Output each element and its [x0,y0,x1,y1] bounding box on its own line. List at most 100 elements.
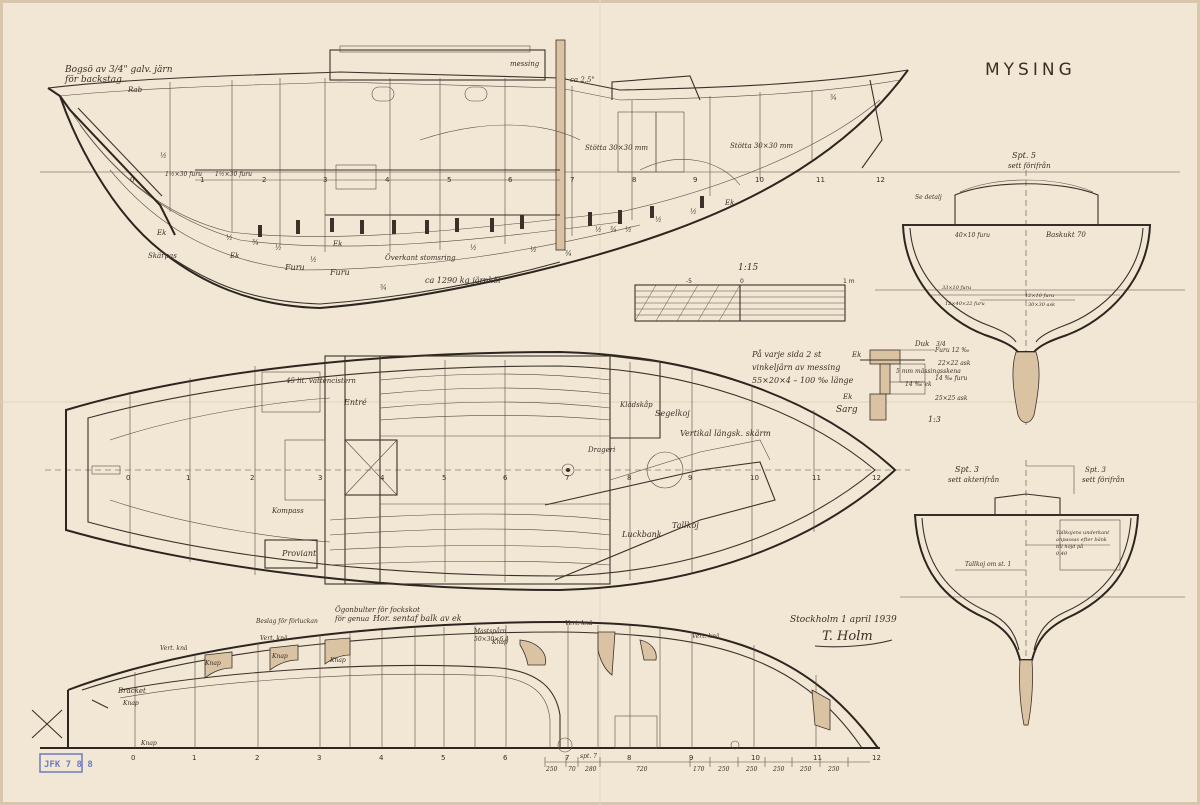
frac-12: ½ [655,216,662,224]
detail-furu-14: 14 ‰ furu [935,375,967,382]
profile-station-7: 7 [570,176,574,184]
label-ek-4: Ek [724,199,734,207]
section-3-note-1: Tallkojens underkant [1056,530,1110,536]
frac-6: ½ [470,244,477,252]
frac-14: ½ [160,152,167,160]
plan-deck-edge [87,365,876,577]
date-signature: Stockholm 1 april 1939 [790,615,897,625]
framing-ogon-2: för genua [334,615,369,623]
plan-station-4: 4 [380,474,385,482]
detail-coaming: På varje sida 2 st vinkeljärn av messing… [751,340,971,424]
floor-timbers [258,196,704,237]
framing-mastsparr-2: 50×30×6,4 [474,636,509,643]
designer-signature: T. Holm [822,629,873,644]
profile-station-10: 10 [755,176,764,184]
spacing-6: 250 [745,766,758,773]
framing-knap-1: Knap [204,660,221,667]
detail-furu-12: Furu 12 ‰ [934,347,969,354]
framing-deck-line [67,620,879,749]
label-kompass: Kompass [271,507,304,515]
framing-station-9: 9 [689,754,693,762]
plan-station-9: 9 [688,474,692,482]
plan-station-numbers: 0 1 2 3 4 5 6 7 8 9 10 11 12 [126,474,881,482]
profile-station-8: 8 [632,176,636,184]
spacing-9: 250 [827,766,840,773]
framing-knap-2: Knap [271,653,288,660]
label-proviant: Proviant [281,549,317,558]
framing-vert-kna-3: Vert. knä [565,620,593,627]
section-5-dim-2: 12×10 furu [1025,293,1054,299]
plan-frames [129,360,815,582]
label-messing: messing [510,60,540,68]
profile-station-5: 5 [447,176,451,184]
label-overkant: Överkant stomsring [385,253,456,262]
keel-line [159,249,561,305]
detail-ek-a: Ek [851,351,861,359]
frac-8: ¾ [565,250,572,258]
label-stotta-1: Stötta 30×30 mm [585,144,648,152]
frac-13: ½ [690,208,697,216]
label-ballast: ca 1290 kg järnköl [425,276,501,285]
detail-duk: Duk [914,340,929,348]
frac-1: ½ [226,234,233,242]
section-5-se-detalj: Se detalj [915,194,942,201]
detail-ratio: 1:3 [928,415,941,424]
spacing-0: 250 [545,766,558,773]
plan-hull-outline [65,350,897,592]
profile-station-1: 1 [200,176,204,184]
porthole-1 [371,86,395,102]
scale-bar: 1:15 -5 0 1 m [634,263,855,322]
framing-station-11: 11 [813,754,822,762]
spacing-8: 250 [799,766,812,773]
spacing-4: 170 [693,766,705,773]
framing-station-2: 2 [255,754,259,762]
section-3-note-2: anpassas efter bänk [1056,537,1107,543]
label-ek-3: Ek [332,240,342,248]
plan-station-1: 1 [186,474,190,482]
signature-block: Stockholm 1 april 1939 T. Holm [790,615,897,648]
framing-station-6: 6 [503,754,508,762]
plan-view: 45 lit. vattencistern Entré Kompass Prov… [45,350,910,592]
framing-station-0: 0 [131,754,135,762]
detail-ek-b: Ek [842,393,852,401]
label-stotta-2: Stötta 30×30 mm [730,142,793,150]
frac-3: ½ [275,244,282,252]
stamp-text: JFK 7 8 8 [44,760,93,770]
profile-station-11: 11 [816,176,825,184]
framing-spant-label: spt. 7 [580,753,597,760]
framing-beslag: Beslag för förluckan [255,618,318,625]
framing-station-8: 8 [627,754,631,762]
label-drageri: Drageri [587,446,615,454]
framing-knap-3: Knap [329,657,346,664]
plan-station-3: 3 [318,474,322,482]
spacing-3: 720 [636,766,648,773]
section-5-baskulkt: Baskukt 70 [1045,231,1086,239]
spacing-2: 280 [584,766,597,773]
label-mast-angle: ca 2,5" [570,76,595,84]
scale-tick-0: -5 [686,278,692,285]
section-3-title-3: Spt. 3 [1085,466,1107,474]
framing-vert-kna-4: Vert. knä [692,633,720,640]
profile-station-6: 6 [508,176,513,184]
framing-ogon-1: Ögonbulter för fockskot [335,605,420,614]
frac-11: ½ [625,226,632,234]
profile-frames [169,78,813,252]
framing-station-5: 5 [441,754,445,762]
detail-sarg: Sarg [836,405,858,415]
framing-knees [204,631,831,731]
framing-bracket: Bracket [117,687,146,695]
plan-station-12: 12 [872,474,881,482]
frac-9: ½ [595,226,602,234]
label-ek-1: Ek [156,229,166,237]
profile-station-0: 0 [130,176,134,184]
label-rab: Rab [127,86,143,94]
section-3-title-4: sett förifrån [1082,475,1125,484]
section-5: Spt. 5 sett förifrån Se detalj 40×10 fur… [875,151,1185,425]
plan-station-0: 0 [126,474,130,482]
framing-station-3: 3 [317,754,321,762]
frac-2: ¾ [252,239,259,247]
label-tank: 45 lit. vattencistern [285,377,356,385]
detail-ek-14: 14 ‰ ek [905,381,932,388]
